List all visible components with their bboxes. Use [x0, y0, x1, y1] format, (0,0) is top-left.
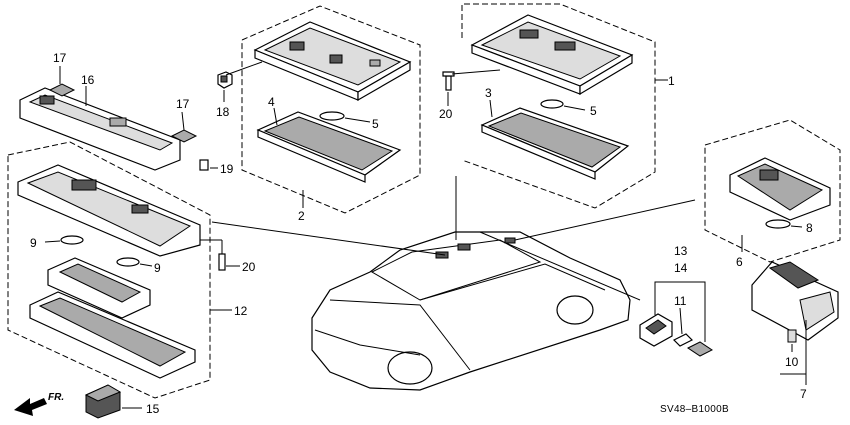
bulb-10[interactable]	[787, 329, 797, 343]
screw-20-left[interactable]	[218, 253, 226, 271]
lens-14[interactable]	[687, 341, 713, 357]
callout-20-top: 20	[439, 107, 453, 121]
callout-17-left: 17	[53, 51, 67, 65]
group-box-2	[241, 5, 421, 214]
callout-17-right: 17	[176, 97, 190, 111]
callout-14: 14	[674, 261, 688, 275]
clip-18[interactable]	[217, 71, 233, 89]
housing-assembly-1[interactable]	[470, 14, 634, 96]
callout-9-left: 9	[30, 236, 37, 250]
housing-assembly-7[interactable]	[751, 261, 839, 341]
callout-10: 10	[785, 355, 799, 369]
diagram-code: SV48–B1000B	[660, 404, 729, 415]
callout-8: 8	[806, 221, 813, 235]
bulb-5-right[interactable]	[540, 99, 564, 109]
housing-assembly-12[interactable]	[17, 164, 201, 257]
socket-holder-12[interactable]	[47, 257, 151, 319]
callout-1: 1	[668, 74, 675, 88]
callout-11: 11	[674, 294, 687, 308]
callout-18: 18	[216, 105, 230, 119]
callout-9-right: 9	[154, 261, 161, 275]
callout-2: 2	[298, 209, 305, 223]
leader-12	[211, 221, 446, 256]
group-box-1	[461, 3, 656, 209]
callout-5-left: 5	[372, 117, 379, 131]
callout-20-left: 20	[242, 260, 256, 274]
screw-19[interactable]	[199, 159, 209, 171]
pad-17-left[interactable]	[48, 83, 76, 97]
group-box-12	[7, 141, 211, 399]
callout-13: 13	[674, 244, 688, 258]
switch-15[interactable]	[84, 384, 122, 419]
bulb-5-left[interactable]	[319, 111, 345, 121]
leader-6	[514, 199, 696, 241]
callout-15: 15	[146, 402, 160, 416]
lens-part-3[interactable]	[480, 107, 630, 180]
front-arrow-icon	[14, 398, 47, 416]
callout-3: 3	[485, 86, 492, 100]
bulb-9-right[interactable]	[116, 257, 140, 267]
housing-assembly-2[interactable]	[253, 21, 412, 102]
callout-6: 6	[736, 255, 743, 269]
screw-20-top[interactable]	[442, 71, 455, 91]
socket-13[interactable]	[639, 313, 673, 347]
callout-12: 12	[234, 304, 248, 318]
housing-assembly-6[interactable]	[729, 157, 831, 221]
callout-5-right: 5	[590, 104, 597, 118]
pad-17-right[interactable]	[170, 129, 198, 143]
callout-16: 16	[81, 73, 95, 87]
callout-19: 19	[220, 162, 234, 176]
callout-7: 7	[800, 387, 807, 401]
car-body	[311, 231, 631, 391]
bracket-16[interactable]	[19, 87, 181, 171]
front-arrow-label: FR.	[48, 392, 64, 403]
bulb-9-left[interactable]	[60, 235, 84, 245]
group-box-6	[704, 119, 841, 263]
lens-part-4[interactable]	[256, 111, 402, 183]
leader-7	[479, 231, 641, 301]
callout-4: 4	[268, 95, 275, 109]
bulb-8[interactable]	[765, 219, 791, 229]
lens-12[interactable]	[29, 291, 196, 379]
bulb-11[interactable]	[672, 333, 694, 347]
